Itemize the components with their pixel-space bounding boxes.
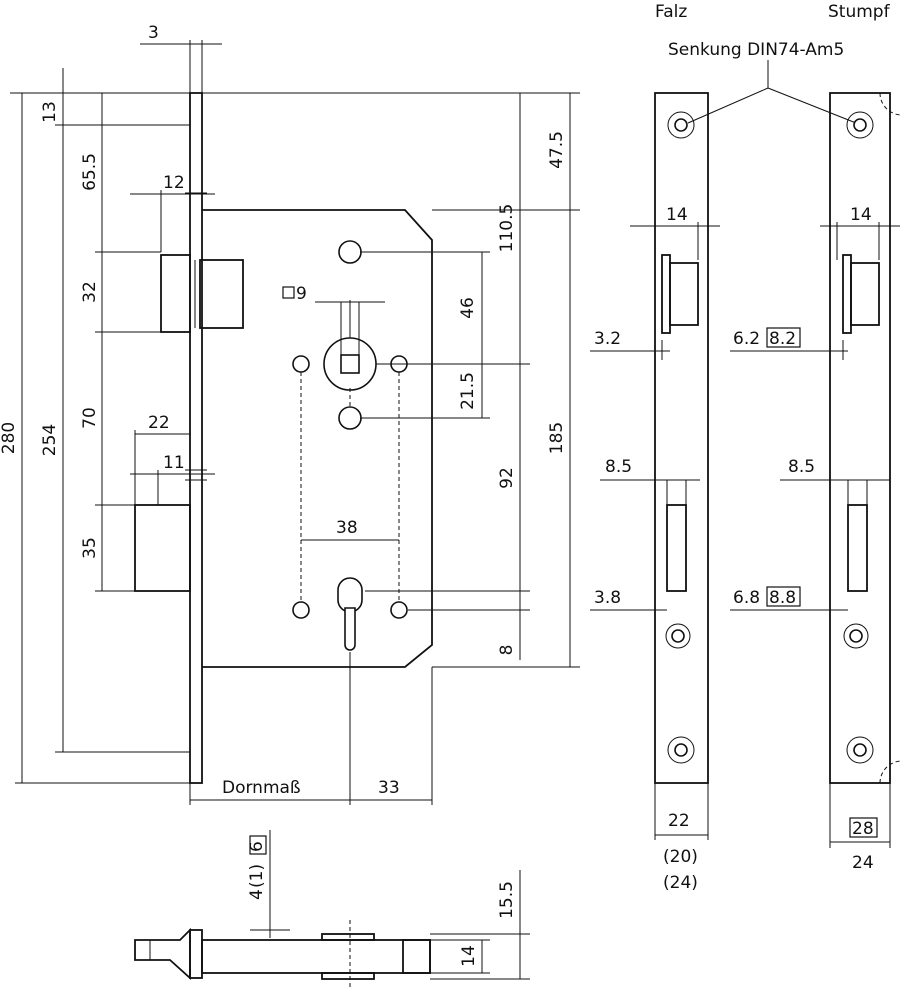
lock-bottom-view: 4 (1) 6 15.5 14	[134, 830, 530, 990]
interior-dimensions: 9 46 21.5 92 8 38	[282, 251, 530, 660]
dim-bottom-4: 4	[247, 889, 267, 900]
dim-bottom-14: 14	[459, 945, 479, 967]
stumpf-dim-8-8: 8.8	[769, 588, 796, 608]
falz-dim-3-2: 3.2	[594, 329, 621, 349]
falz-faceplate: 14 3.2 8.5 3.8 22 (20) (24)	[590, 92, 720, 893]
dim-110-5: 110.5	[497, 204, 517, 253]
dim-38: 38	[336, 518, 358, 538]
falz-dim-22: 22	[668, 811, 690, 831]
dim-70: 70	[80, 407, 100, 429]
dim-46: 46	[458, 297, 478, 319]
header-stumpf: Stumpf	[828, 2, 891, 22]
stumpf-dim-6-2: 6.2	[733, 329, 760, 349]
dim-dornmass: Dornmaß	[222, 778, 301, 798]
dim-12: 12	[163, 173, 185, 193]
dim-13: 13	[40, 101, 60, 123]
cylinder-screw-left	[292, 601, 310, 619]
mounting-hole-top	[338, 240, 362, 264]
dim-bottom-1: (1)	[247, 864, 267, 888]
dim-280: 280	[0, 422, 19, 454]
dim-square-9: 9	[296, 284, 307, 304]
mounting-hole-mid	[338, 406, 362, 430]
dim-3: 3	[148, 23, 159, 43]
dim-65-5: 65.5	[80, 153, 100, 191]
header-falz: Falz	[655, 2, 687, 22]
lock-front-view	[134, 92, 433, 805]
square-follower	[340, 354, 360, 374]
screw-hole-left	[292, 355, 310, 373]
dim-254: 254	[40, 424, 60, 456]
lock-case	[202, 209, 433, 668]
stumpf-dim-14: 14	[850, 205, 872, 225]
stumpf-dim-28: 28	[852, 819, 874, 839]
stumpf-dim-8-5: 8.5	[788, 457, 815, 477]
falz-dim-20: (20)	[663, 847, 698, 867]
stumpf-dim-6-8: 6.8	[733, 588, 760, 608]
dim-185: 185	[547, 422, 567, 454]
latch-bolt	[160, 254, 191, 333]
stumpf-dim-8-2: 8.2	[769, 329, 796, 349]
dead-bolt	[134, 504, 191, 592]
falz-dim-14: 14	[666, 205, 688, 225]
dim-21-5: 21.5	[458, 372, 478, 410]
cylinder-cutout-slot	[344, 607, 356, 651]
dim-bottom-6: 6	[247, 841, 267, 852]
faceplate-headers: Falz Stumpf Senkung DIN74-Am5	[655, 2, 891, 124]
falz-dim-24: (24)	[663, 873, 698, 893]
dim-92: 92	[497, 467, 517, 489]
dim-47-5: 47.5	[547, 131, 567, 169]
stumpf-faceplate: 14 6.2 8.2 8.5 6.8 8.8 28 24	[730, 92, 903, 873]
cylinder-screw-right	[390, 601, 408, 619]
dim-35: 35	[80, 537, 100, 559]
left-dimensions: 3 13 65.5 32 70 35 254 280 12	[0, 23, 222, 784]
falz-dim-8-5: 8.5	[605, 457, 632, 477]
dim-33: 33	[378, 778, 400, 798]
cylinder-cutout	[337, 577, 363, 613]
dim-bottom-15-5: 15.5	[497, 881, 517, 919]
latch-bolt-inner	[199, 259, 244, 329]
falz-dim-3-8: 3.8	[594, 588, 621, 608]
dim-32: 32	[80, 281, 100, 303]
dim-22: 22	[148, 413, 170, 433]
right-dimensions: 47.5 110.5 185 Dornmaß 33	[189, 92, 580, 805]
dim-8: 8	[497, 645, 517, 656]
header-senkung: Senkung DIN74-Am5	[668, 40, 844, 60]
faceplate	[189, 92, 203, 784]
stumpf-dim-24: 24	[852, 853, 874, 873]
dim-11: 11	[163, 453, 185, 473]
